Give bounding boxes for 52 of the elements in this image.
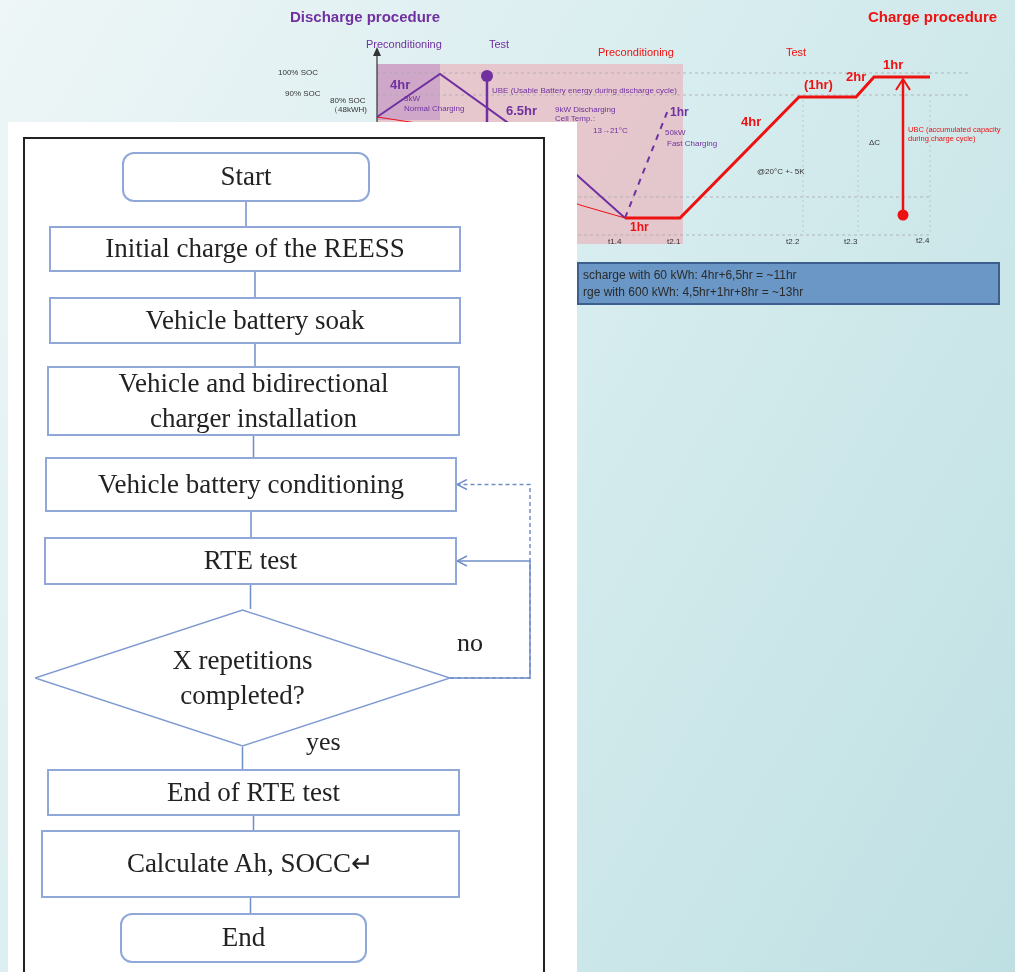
- connector-line: [254, 271, 256, 298]
- chart-label: 9kW Discharging Cell Temp.:: [555, 105, 617, 124]
- connector-line: [245, 201, 247, 227]
- chart-label: Preconditioning: [598, 46, 674, 59]
- chart-label: t2.3: [844, 237, 858, 247]
- process-box: End of RTE test: [47, 769, 460, 816]
- summary-line: rge with 600 kWh: 4,5hr+1hr+8hr = ~13hr: [583, 284, 805, 301]
- chart-label: 90% SOC: [285, 89, 321, 99]
- chart-heading: 1hr: [883, 58, 904, 73]
- chart-label: Fast Charging: [667, 139, 718, 149]
- chart-heading: 1hr: [670, 106, 689, 120]
- connector-line: [254, 343, 256, 367]
- chart-label: t1.4: [608, 237, 622, 247]
- chart-label: Normal Charging: [404, 104, 465, 114]
- summary-box: [577, 262, 1000, 305]
- chart-label: ΔC: [869, 138, 881, 148]
- chart-label: t2.1: [667, 237, 681, 247]
- chart-label: Test: [786, 46, 807, 59]
- chart-label: 13→21°C: [593, 126, 628, 136]
- process-box: Calculate Ah, SOCC↵: [41, 830, 460, 898]
- connector-line: [249, 584, 252, 610]
- chart-label: 80% SOC （48kWH): [330, 96, 368, 115]
- terminator-box: Start: [122, 152, 370, 202]
- connector-line: [252, 815, 255, 831]
- chart-heading: Charge procedure: [868, 8, 998, 26]
- process-box: Vehicle battery soak: [49, 297, 461, 344]
- connector-line: [252, 435, 255, 458]
- chart-heading: 2hr: [846, 70, 867, 85]
- chart-label: UBE (Usable Battery energy during discharge cycle): [492, 86, 677, 96]
- terminator-box: End: [120, 913, 367, 963]
- chart-heading: 4hr: [390, 78, 411, 93]
- chart-heading: 6.5hr: [506, 104, 538, 119]
- process-box: RTE test: [44, 537, 457, 585]
- chart-label: 50kW: [665, 128, 686, 138]
- chart-heading: (1hr): [804, 78, 833, 93]
- connector-line: [249, 897, 252, 914]
- chart-heading: 1hr: [630, 221, 649, 235]
- chart-label: Test: [489, 38, 510, 51]
- process-box: Vehicle battery conditioning: [45, 457, 457, 512]
- chart-label: 100% SOC: [278, 68, 319, 78]
- chart-label: @20°C +- 5K: [757, 167, 805, 177]
- summary-line: scharge with 60 kWh: 4hr+6,5hr = ~11hr: [583, 267, 798, 284]
- chart-heading: 4hr: [741, 115, 762, 130]
- process-box: Initial charge of the REESS: [49, 226, 461, 272]
- chart-heading: Discharge procedure: [290, 8, 441, 26]
- chart-label: Preconditioning: [366, 38, 442, 51]
- chart-label: t2.2: [786, 237, 800, 247]
- connector-line: [250, 511, 252, 538]
- dashed-arrow: [449, 478, 531, 679]
- chart-label: t2.4: [916, 236, 930, 246]
- process-box: Vehicle and bidirectional charger installation: [47, 366, 460, 436]
- connector-line: [241, 746, 244, 770]
